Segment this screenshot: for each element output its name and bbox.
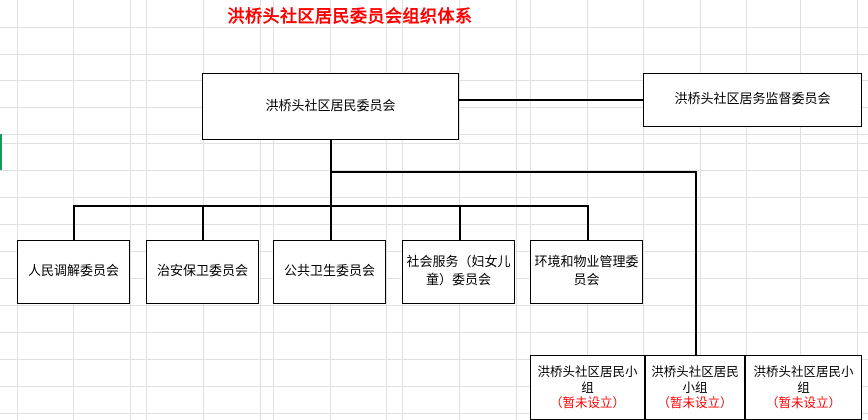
connector-branch-down-to-groups (695, 171, 697, 356)
gridline-row-5 (0, 143, 868, 144)
gridline-column-6 (273, 0, 274, 420)
node-resident-group-3-status: （暂未设立） (765, 395, 841, 411)
connector-drop-committee-5 (587, 205, 589, 241)
connector-root-branch-right (330, 171, 696, 173)
node-resident-group-1[interactable]: 洪桥头社区居民小组 （暂未设立） (530, 355, 645, 420)
node-committee-public-health[interactable]: 公共卫生委员会 (273, 240, 386, 304)
gridline-column-15 (700, 0, 701, 420)
node-resident-group-1-status: （暂未设立） (549, 395, 625, 411)
gridline-row-1 (0, 54, 868, 55)
gridline-column-3 (146, 0, 147, 420)
node-supervisory-label: 洪桥头社区居务监督委员会 (674, 92, 831, 108)
node-supervisory-committee[interactable]: 洪桥头社区居务监督委员会 (643, 73, 862, 127)
connector-drop-committee-2 (202, 205, 204, 241)
node-committee-1-label: 人民调解委员会 (27, 264, 119, 280)
gridline-row-14 (0, 386, 868, 387)
gridline-column-12 (530, 0, 531, 420)
node-committee-2-label: 治安保卫委员会 (156, 264, 248, 280)
node-resident-group-2-label: 洪桥头社区居民小组 (651, 364, 739, 395)
gridline-row-13 (0, 359, 868, 360)
gridline-column-18 (857, 0, 858, 420)
gridline-column-9 (402, 0, 403, 420)
node-committee-4-label: 社会服务（妇女儿童）委员会 (406, 255, 511, 288)
gridline-row-0 (0, 27, 868, 28)
gridline-column-5 (260, 0, 261, 420)
gridline-row-11 (0, 305, 868, 306)
gridline-row-6 (0, 170, 868, 171)
connector-drop-committee-4 (459, 205, 461, 241)
gridline-row-7 (0, 197, 868, 198)
gridline-column-2 (130, 0, 131, 420)
gridline-row-12 (0, 332, 868, 333)
connector-drop-committee-1 (73, 205, 75, 241)
node-committee-mediation[interactable]: 人民调解委员会 (17, 240, 130, 304)
node-committee-social-services[interactable]: 社会服务（妇女儿童）委员会 (402, 240, 515, 304)
node-committee-public-security[interactable]: 治安保卫委员会 (146, 240, 259, 304)
gridline-column-16 (746, 0, 747, 420)
connector-drop-committee-3 (330, 205, 332, 241)
node-committee-3-label: 公共卫生委员会 (283, 264, 375, 280)
gridline-column-14 (643, 0, 644, 420)
gridline-column-8 (386, 0, 387, 420)
gridline-column-0 (17, 0, 18, 420)
gridline-column-11 (516, 0, 517, 420)
connector-root-down (330, 140, 332, 206)
node-committee-environment-property[interactable]: 环境和物业管理委员会 (530, 240, 643, 304)
node-resident-group-3-label: 洪桥头社区居民小组 (753, 364, 854, 395)
node-resident-group-2-status: （暂未设立） (657, 395, 733, 411)
row-selection-marker (0, 134, 2, 170)
gridline-column-17 (800, 0, 801, 420)
node-root[interactable]: 洪桥头社区居民委员会 (202, 73, 459, 140)
node-committee-5-label: 环境和物业管理委员会 (534, 255, 639, 288)
node-root-label: 洪桥头社区居民委员会 (265, 98, 396, 114)
connector-root-to-supervisory (458, 99, 644, 101)
node-resident-group-2[interactable]: 洪桥头社区居民小组 （暂未设立） (645, 355, 745, 420)
gridline-row-8 (0, 224, 868, 225)
node-resident-group-3[interactable]: 洪桥头社区居民小组 （暂未设立） (745, 355, 862, 420)
node-resident-group-1-label: 洪桥头社区居民小组 (537, 364, 638, 395)
gridline-row-15 (0, 413, 868, 414)
chart-title: 洪桥头社区居民委员会组织体系 (227, 7, 473, 27)
